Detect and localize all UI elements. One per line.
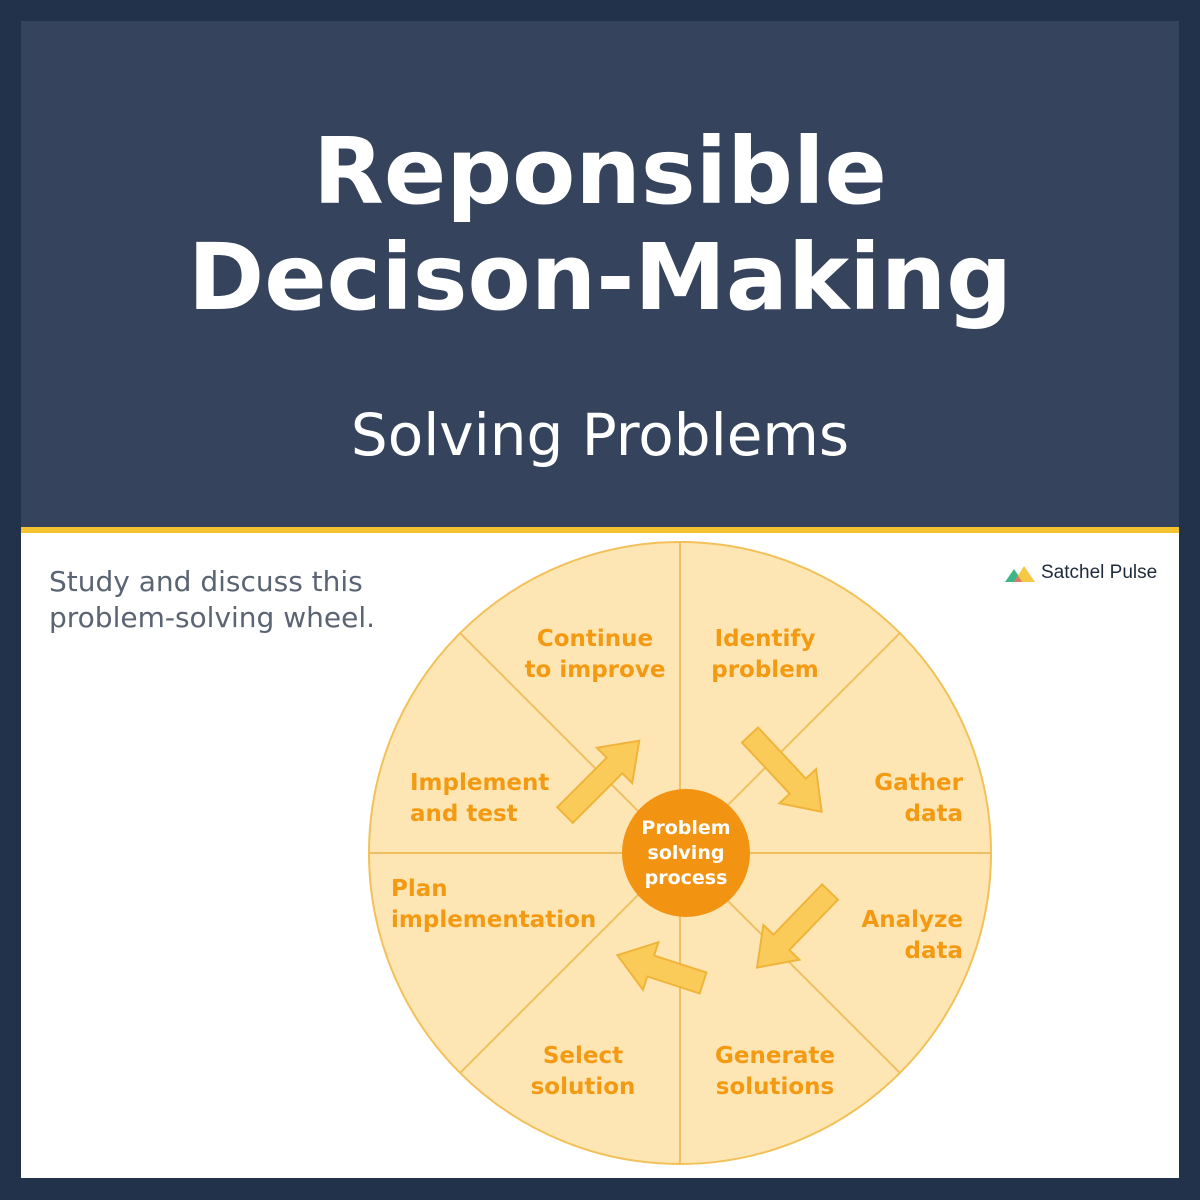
instructions-line-1: Study and discuss this <box>49 565 363 598</box>
title-line-1: Reponsible <box>313 118 887 225</box>
arrow-icon <box>755 882 840 969</box>
satchel-pulse-logo: Satchel Pulse <box>1005 562 1157 584</box>
instructions-line-2: problem-solving wheel. <box>49 601 376 634</box>
accent-divider <box>21 527 1179 533</box>
title-line-2: Decison-Making <box>187 224 1013 331</box>
page-title: Reponsible Decison-Making <box>21 119 1179 331</box>
arrow-icon <box>555 739 641 825</box>
arrow-icon <box>740 726 823 814</box>
arrow-icon <box>615 940 708 995</box>
logo-mountains-icon <box>1005 566 1035 582</box>
logo-text: Satchel Pulse <box>1041 562 1158 583</box>
page-subtitle: Solving Problems <box>350 401 850 469</box>
instructions: Study and discuss this problem-solving w… <box>49 564 375 636</box>
header-banner: Reponsible Decison-Making Solving Proble… <box>21 21 1179 527</box>
